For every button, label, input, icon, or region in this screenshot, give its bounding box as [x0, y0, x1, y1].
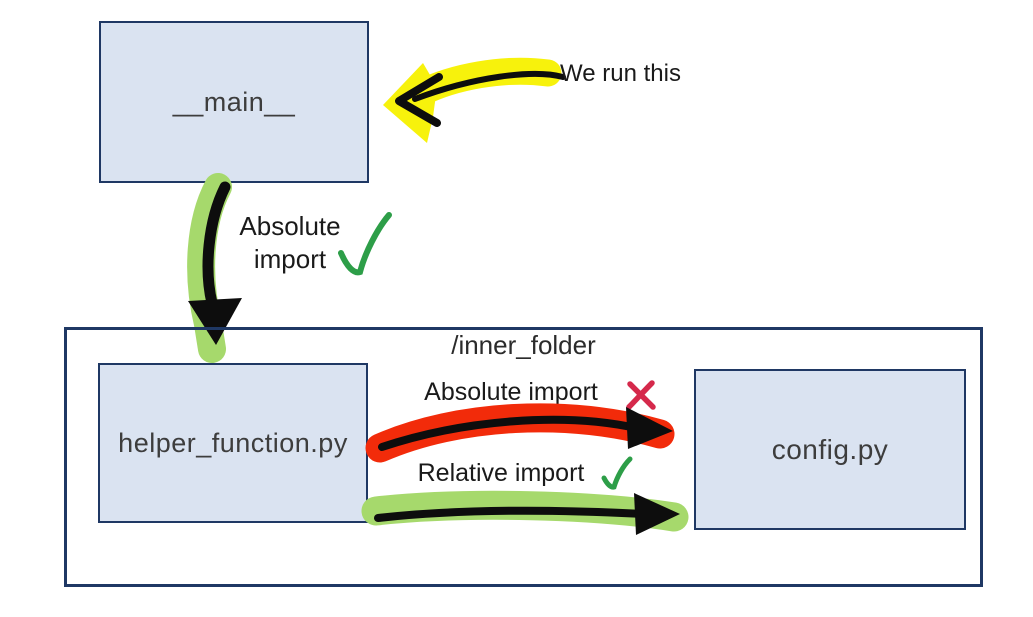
relative-import-inner-label: Relative import	[417, 459, 585, 487]
arrow-shaft	[412, 70, 566, 102]
arrow-shaft	[378, 415, 640, 451]
main-module-label: __main__	[172, 86, 296, 117]
run-this-arrow	[383, 57, 566, 143]
inner-folder-container	[64, 327, 983, 587]
main-module-box: __main__	[99, 21, 369, 183]
arrowhead-right-icon	[626, 407, 673, 449]
absolute-import-arrow	[365, 403, 675, 463]
helper-module-box: helper_function.py	[98, 363, 368, 523]
arrow-shaft	[374, 506, 648, 522]
arrow-shaft	[202, 181, 231, 309]
absolute-import-top-label: Absolute import	[224, 210, 356, 276]
config-module-box: config.py	[694, 369, 966, 530]
helper-module-label: helper_function.py	[118, 427, 348, 458]
run-this-label: We run this	[560, 60, 681, 87]
absolute-import-inner-label: Absolute import	[424, 378, 598, 406]
arrowhead-right-icon	[634, 493, 680, 535]
arrowhead-left-icon	[395, 73, 443, 127]
check-icon	[601, 456, 633, 490]
config-module-label: config.py	[771, 433, 889, 465]
absolute-import-down-arrow	[187, 173, 242, 363]
relative-import-arrow	[361, 490, 689, 535]
check-icon	[338, 212, 392, 276]
arrowhead-down-icon	[188, 298, 242, 345]
absolute-import-top-line1: Absolute	[239, 211, 341, 241]
inner-folder-label: /inner_folder	[451, 330, 596, 360]
absolute-import-top-line2: import	[253, 244, 327, 274]
x-icon	[626, 380, 656, 410]
